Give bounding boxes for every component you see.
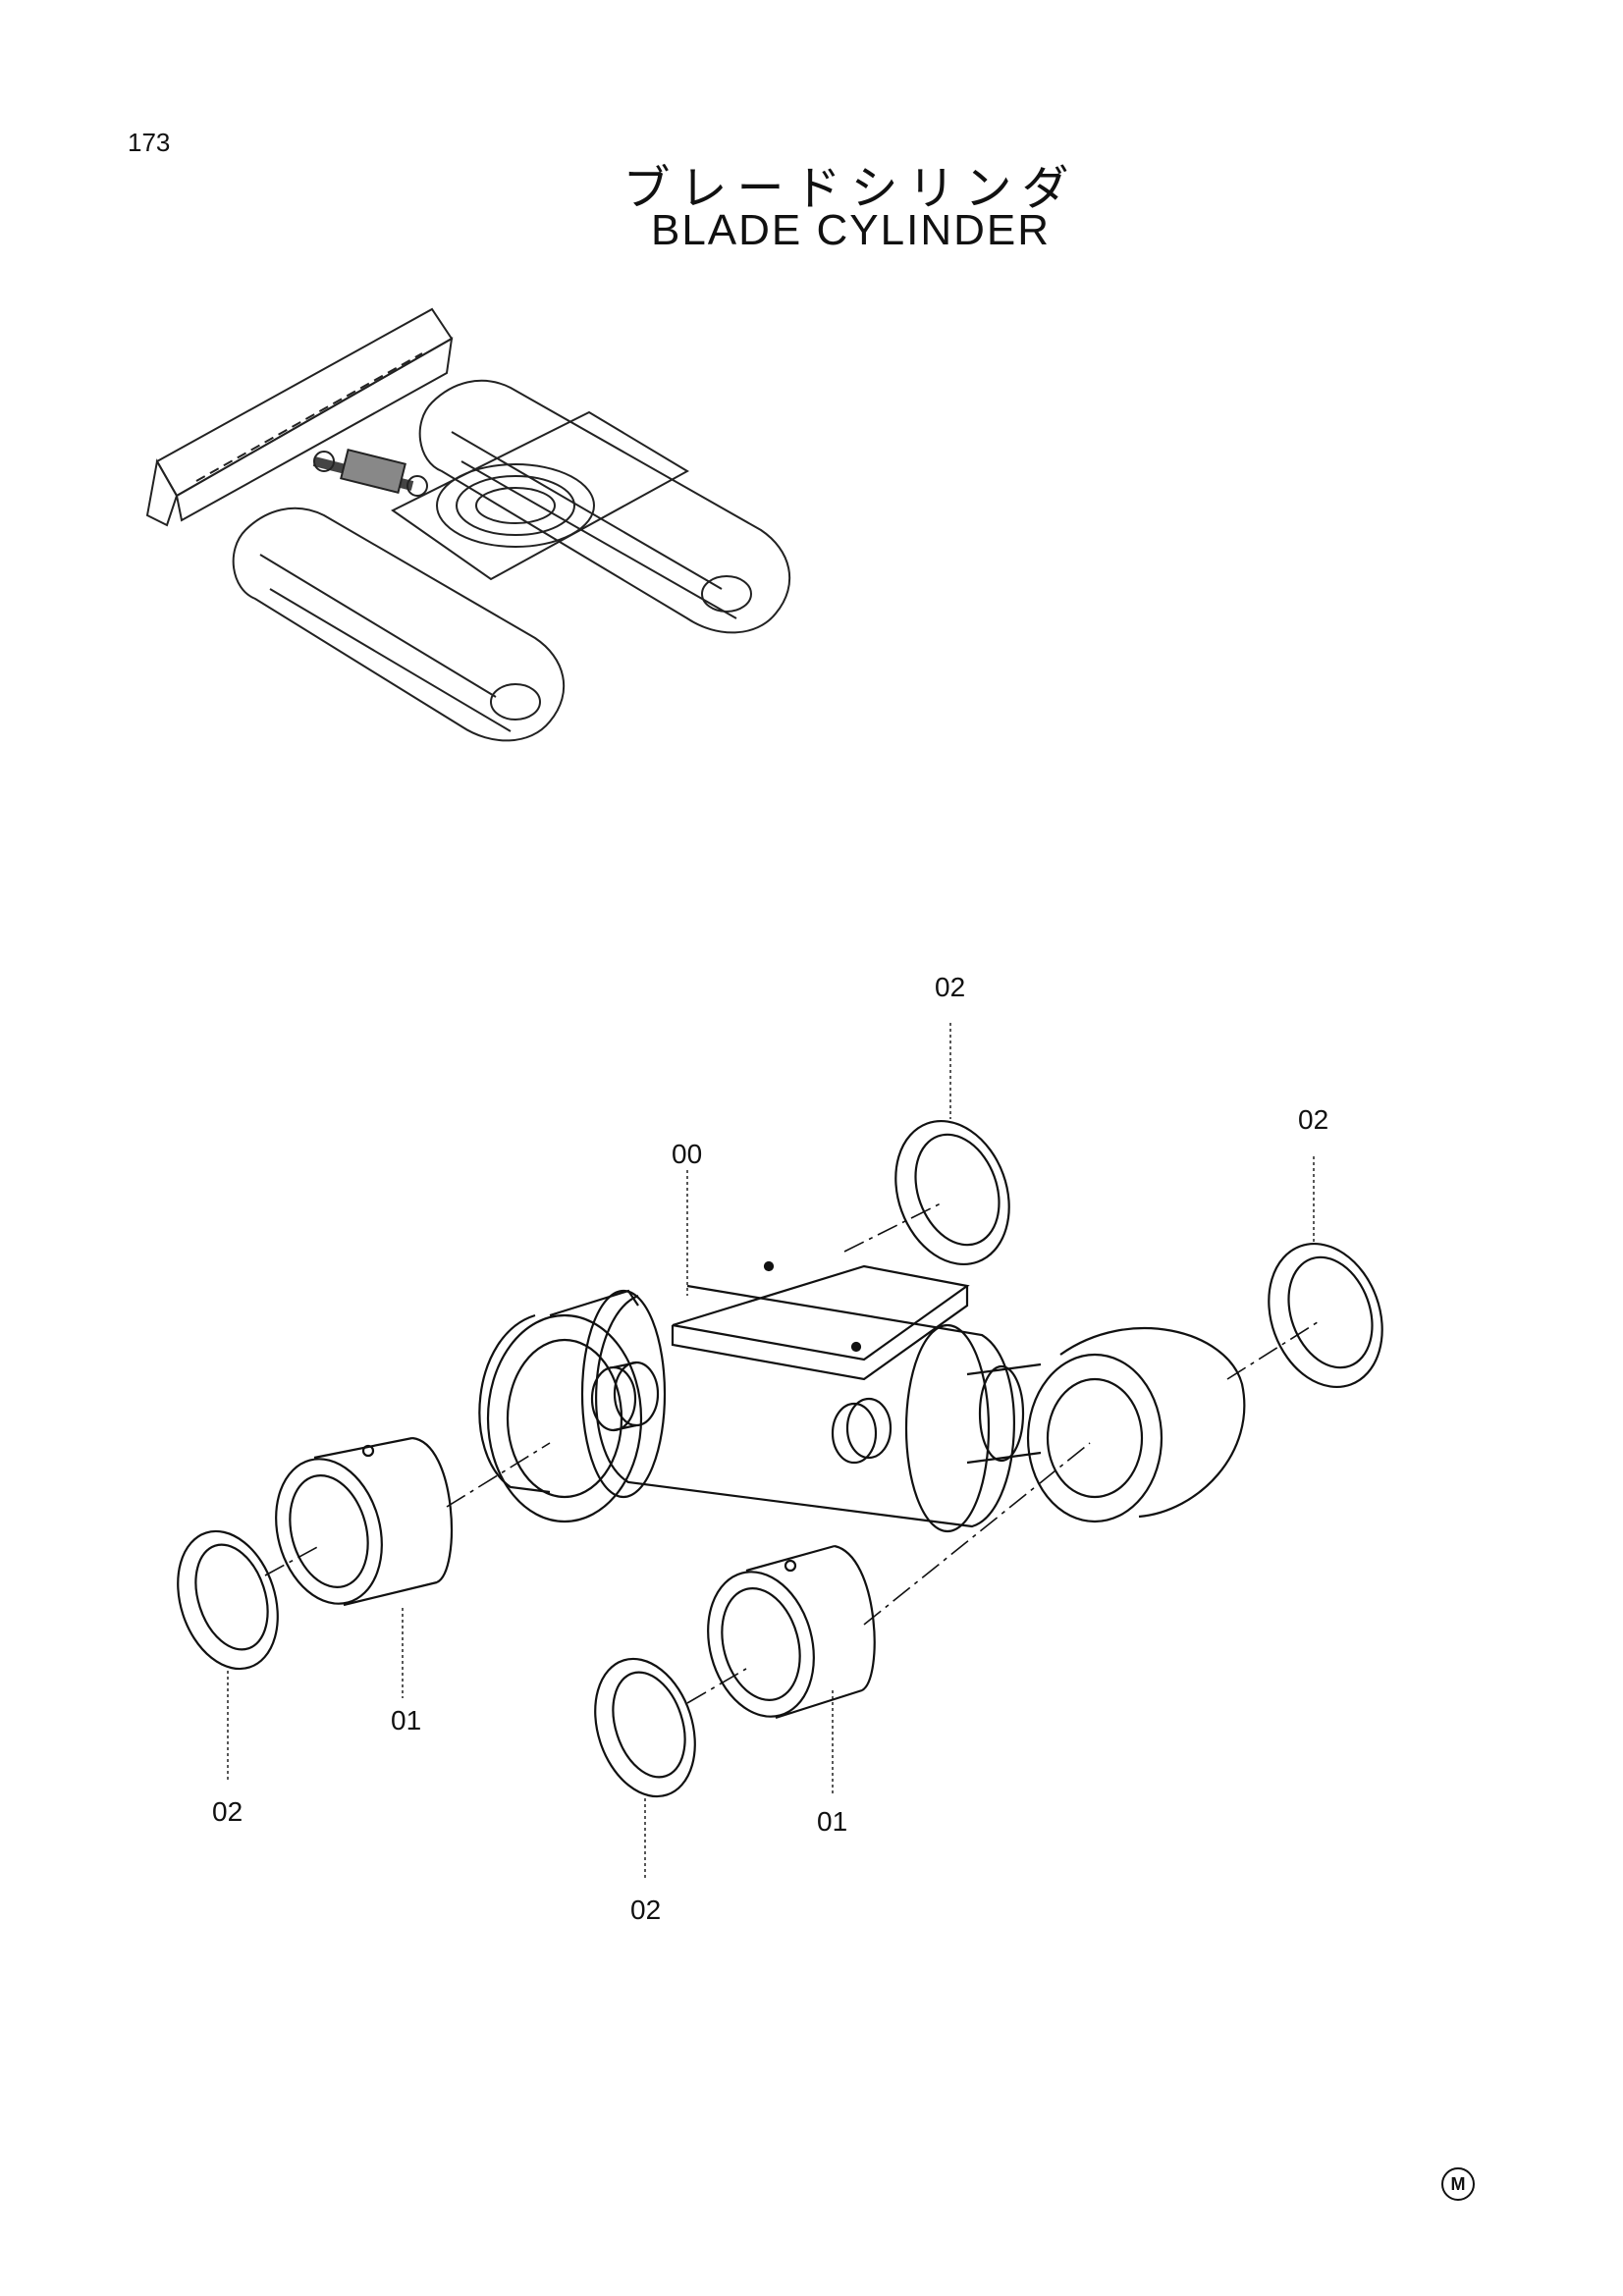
left-dust-seal-ring [177, 1529, 279, 1671]
page-number: 173 [128, 128, 171, 157]
callout-left-bushing: 01 [391, 1705, 421, 1735]
callout-center-bushing: 01 [817, 1806, 847, 1837]
callout-right-ring: 02 [1298, 1104, 1328, 1135]
assembly-centerlines [264, 1201, 1322, 1704]
top-dust-seal-ring [894, 1119, 1010, 1266]
blade-cylinder-assembly [478, 1260, 1246, 1533]
callout-top-ring: 02 [935, 972, 965, 1002]
title-japanese: ブレードシリンダ [622, 163, 1079, 215]
title-english: BLADE CYLINDER [650, 206, 1051, 254]
left-bushing [275, 1436, 454, 1607]
callout-cylinder: 00 [672, 1139, 702, 1169]
corner-mark: M [1441, 2167, 1475, 2201]
callout-left-ring: 02 [212, 1796, 243, 1827]
right-dust-seal-ring [1268, 1242, 1383, 1389]
callout-center-ring: 02 [630, 1895, 661, 1925]
undercarriage-inset [145, 307, 791, 742]
center-bushing [707, 1544, 876, 1720]
center-dust-seal-ring [594, 1657, 696, 1798]
leader-lines [227, 1023, 1315, 1880]
